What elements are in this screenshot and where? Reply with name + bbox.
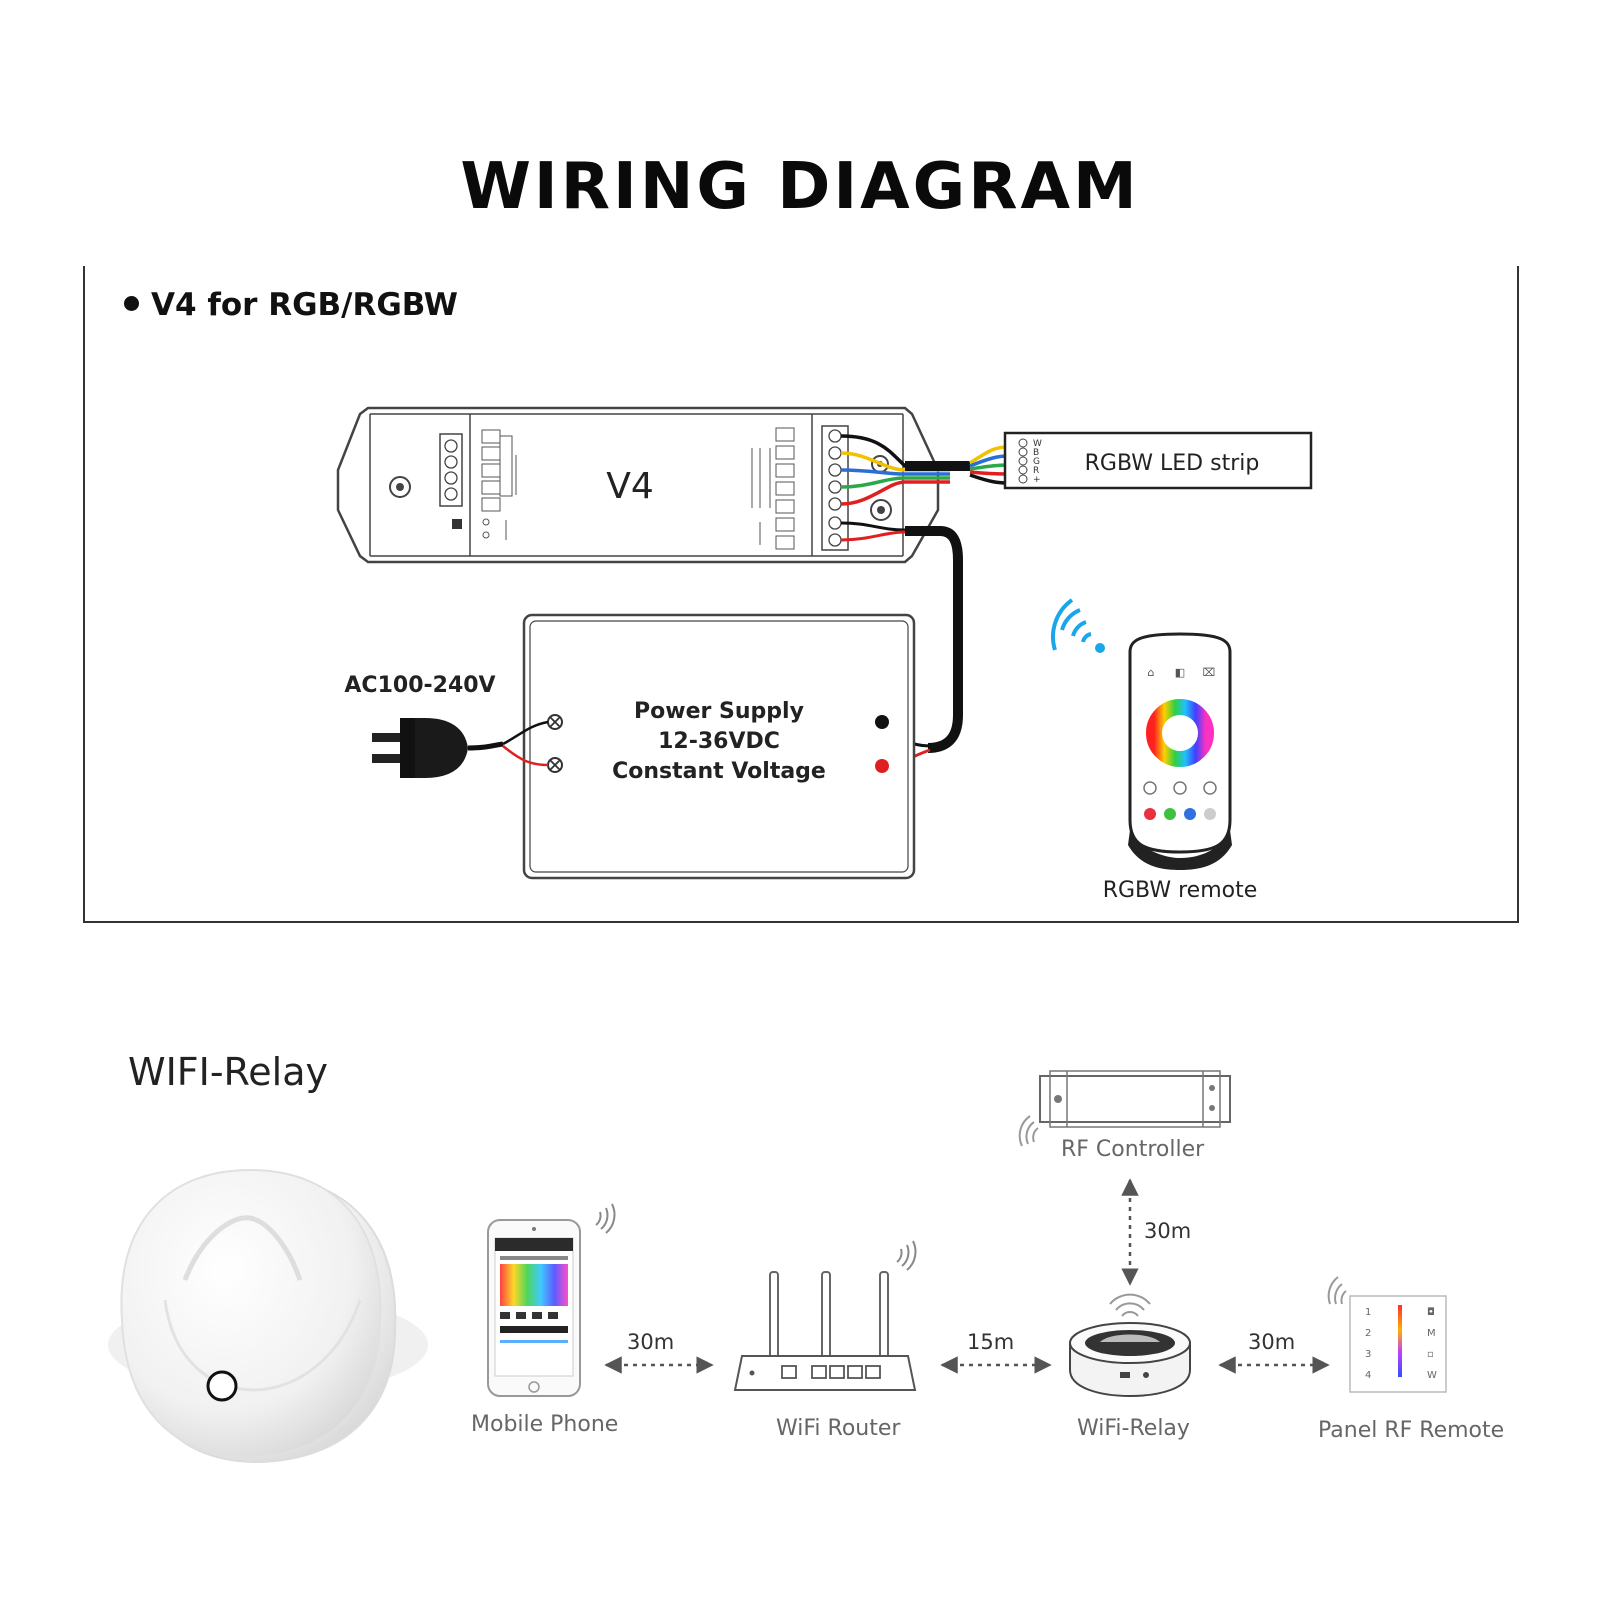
strip-pin-label: R bbox=[1033, 466, 1039, 476]
power-supply-line: 12-36VDC bbox=[658, 729, 780, 754]
power-button-icon bbox=[206, 1370, 238, 1402]
remote-label: RGBW remote bbox=[1103, 878, 1258, 903]
svg-text:3: 3 bbox=[1365, 1349, 1371, 1360]
controller-label: V4 bbox=[606, 466, 654, 507]
strip-pin-label: W bbox=[1033, 439, 1042, 449]
device-label-panel: Panel RF Remote bbox=[1318, 1418, 1505, 1443]
bullet-icon bbox=[124, 296, 139, 311]
svg-text:▫: ▫ bbox=[1427, 1349, 1434, 1360]
svg-text:◘: ◘ bbox=[1427, 1307, 1435, 1318]
strip-pin-label: + bbox=[1033, 475, 1041, 485]
wifi-router-device bbox=[733, 1240, 917, 1391]
device-label-phone: Mobile Phone bbox=[471, 1412, 619, 1437]
page-title: WIRING DIAGRAM bbox=[460, 150, 1140, 224]
rf-controller-device bbox=[1018, 1070, 1231, 1147]
panel-rf-remote-device: 1 2 3 4 ◘ M ▫ W bbox=[1327, 1276, 1447, 1393]
wifi-relay-product bbox=[108, 1168, 428, 1464]
power-supply-line: Power Supply bbox=[634, 699, 804, 724]
distance-label: 30m bbox=[1144, 1219, 1192, 1243]
v4-diagram-panel bbox=[83, 266, 1519, 923]
svg-text:⌂: ⌂ bbox=[1148, 666, 1155, 679]
distance-label: 30m bbox=[627, 1330, 675, 1354]
section-heading-wifi-relay: WIFI-Relay bbox=[128, 1050, 328, 1094]
ac-plug-icon bbox=[372, 718, 549, 778]
dc-negative-terminal bbox=[875, 715, 889, 729]
device-label-relay: WiFi-Relay bbox=[1077, 1416, 1190, 1441]
mobile-phone-device bbox=[487, 1203, 616, 1397]
section-heading-v4: V4 for RGB/RGBW bbox=[124, 287, 458, 323]
svg-text:M: M bbox=[1427, 1328, 1436, 1339]
distance-arrows bbox=[604, 1178, 1330, 1374]
distance-label: 30m bbox=[1248, 1330, 1296, 1354]
v4-controller: V4 bbox=[336, 406, 940, 564]
svg-text:2: 2 bbox=[1365, 1328, 1371, 1339]
svg-text:⌧: ⌧ bbox=[1203, 666, 1216, 679]
dc-positive-terminal bbox=[875, 759, 889, 773]
svg-text:1: 1 bbox=[1365, 1307, 1371, 1318]
rgbw-led-strip: W B G R + RGBW LED strip bbox=[1003, 431, 1313, 490]
section-heading-text: V4 for RGB/RGBW bbox=[151, 287, 458, 323]
led-strip-label: RGBW LED strip bbox=[1085, 451, 1260, 476]
wireless-signal-icon bbox=[1060, 608, 1081, 631]
distance-label: 15m bbox=[967, 1330, 1015, 1354]
strip-pin-label: B bbox=[1033, 448, 1039, 458]
svg-text:◧: ◧ bbox=[1175, 666, 1185, 679]
color-wheel-icon bbox=[1146, 699, 1214, 767]
rgbw-remote: ⌂ ◧ ⌧ bbox=[1051, 598, 1232, 870]
power-supply-line: Constant Voltage bbox=[612, 759, 826, 784]
strip-pin-label: G bbox=[1033, 457, 1040, 467]
svg-text:4: 4 bbox=[1365, 1370, 1371, 1381]
device-label-rf-controller: RF Controller bbox=[1061, 1137, 1205, 1162]
ac-input-label: AC100-240V bbox=[344, 673, 495, 698]
svg-text:W: W bbox=[1427, 1370, 1437, 1381]
wifi-relay-hub bbox=[1069, 1293, 1191, 1398]
power-supply: Power Supply 12-36VDC Constant Voltage bbox=[522, 613, 916, 880]
device-label-router: WiFi Router bbox=[776, 1416, 901, 1441]
